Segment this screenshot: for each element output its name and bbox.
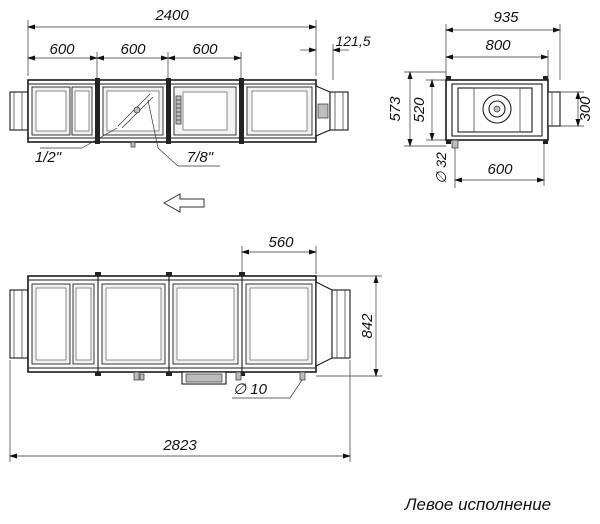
label-pipe-1-2: 1/2" (35, 149, 62, 166)
airflow-arrow-icon (162, 193, 205, 213)
dim-573: 573 (387, 96, 404, 122)
dim-600-a: 600 (49, 41, 75, 58)
caption: Левое исполнение (404, 495, 551, 514)
side-view: 560 842 (9, 234, 382, 462)
dim-800: 800 (485, 37, 511, 54)
dim-842: 842 (359, 313, 376, 339)
dim-600-end: 600 (487, 161, 513, 178)
top-view: 2400 600 600 600 121,5 (9, 7, 371, 167)
dim-121-5: 121,5 (335, 33, 370, 49)
dim-d32: ∅ 32 (433, 152, 449, 184)
dim-600-c: 600 (192, 41, 218, 58)
dim-300: 300 (577, 96, 594, 122)
end-view: 935 800 573 520 300 (387, 9, 594, 188)
dim-600-b: 600 (120, 41, 146, 58)
dim-935: 935 (493, 9, 519, 26)
dim-2400: 2400 (154, 7, 189, 24)
dim-520: 520 (411, 97, 428, 123)
dim-560: 560 (268, 234, 294, 251)
dim-d10: ∅ 10 (233, 381, 268, 398)
label-pipe-7-8: 7/8" (187, 149, 214, 166)
dim-2823: 2823 (162, 437, 197, 454)
